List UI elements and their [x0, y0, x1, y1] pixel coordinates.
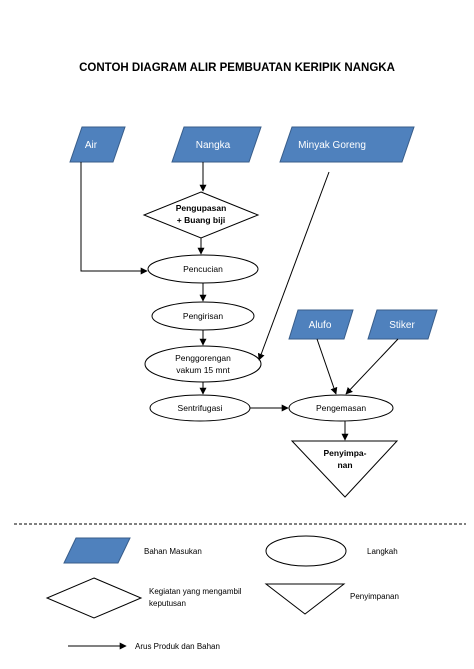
legend-penyimpanan-label: Penyimpanan — [350, 592, 399, 601]
input-air: Air — [69, 126, 126, 163]
step-pengupasan: Pengupasan + Buang biji — [142, 191, 260, 239]
input-stiker-label: Stiker — [389, 320, 415, 331]
legend-triangle-icon — [264, 583, 346, 615]
arrow-air-to-pencucian — [80, 162, 148, 275]
step-penyimpanan: Penyimpa- nan — [290, 440, 399, 498]
step-pencucian: Pencucian — [147, 254, 259, 284]
step-pengupasan-line2: + Buang biji — [177, 215, 225, 225]
arrow-alufo-to-pengemasan — [316, 338, 338, 395]
legend-diamond-icon — [45, 577, 143, 619]
step-penyimpanan-line2: nan — [337, 460, 352, 470]
step-penggorengan-line1: Penggorengan — [175, 353, 231, 363]
legend-bahan-masukan-label: Bahan Masukan — [144, 547, 202, 556]
legend-ellipse-icon — [265, 535, 347, 567]
legend-arus: Arus Produk dan Bahan — [68, 642, 220, 651]
legend: Bahan Masukan Langkah Kegiatan yang meng… — [45, 535, 399, 651]
step-pengirisan: Pengirisan — [151, 301, 255, 331]
input-air-label: Air — [85, 140, 98, 151]
input-nangka: Nangka — [171, 126, 262, 163]
step-pengemasan: Pengemasan — [288, 394, 394, 422]
legend-bahan-masukan: Bahan Masukan — [63, 537, 202, 564]
input-nangka-label: Nangka — [196, 140, 231, 151]
step-pencucian-label: Pencucian — [183, 264, 223, 274]
input-stiker: Stiker — [367, 309, 438, 340]
input-alufo: Alufo — [288, 309, 354, 340]
legend-parallelogram-icon — [63, 537, 131, 564]
step-penyimpanan-line1: Penyimpa- — [324, 448, 367, 458]
step-pengirisan-label: Pengirisan — [183, 311, 223, 321]
legend-keputusan: Kegiatan yang mengambil keputusan — [45, 577, 242, 619]
arrow-stiker-to-pengemasan — [345, 338, 399, 395]
step-pengupasan-line1: Pengupasan — [176, 203, 227, 213]
legend-arus-label: Arus Produk dan Bahan — [135, 642, 220, 651]
legend-keputusan-line1: Kegiatan yang mengambil — [149, 587, 242, 596]
input-alufo-label: Alufo — [309, 320, 332, 331]
legend-keputusan-line2: keputusan — [149, 599, 186, 608]
step-penggorengan: Penggorengan vakum 15 mnt — [144, 345, 262, 383]
step-sentrifugasi: Sentrifugasi — [149, 394, 251, 422]
input-minyak-goreng-label: Minyak Goreng — [298, 140, 366, 151]
arrow-minyak-to-penggorengan — [257, 171, 330, 361]
diagram-title: CONTOH DIAGRAM ALIR PEMBUATAN KERIPIK NA… — [79, 62, 395, 74]
step-sentrifugasi-label: Sentrifugasi — [178, 403, 223, 413]
legend-langkah-label: Langkah — [367, 547, 398, 556]
step-penggorengan-line2: vakum 15 mnt — [176, 365, 230, 375]
legend-langkah: Langkah — [265, 535, 398, 567]
step-pengemasan-label: Pengemasan — [316, 403, 366, 413]
input-minyak-goreng: Minyak Goreng — [279, 126, 415, 163]
legend-penyimpanan: Penyimpanan — [264, 583, 399, 615]
